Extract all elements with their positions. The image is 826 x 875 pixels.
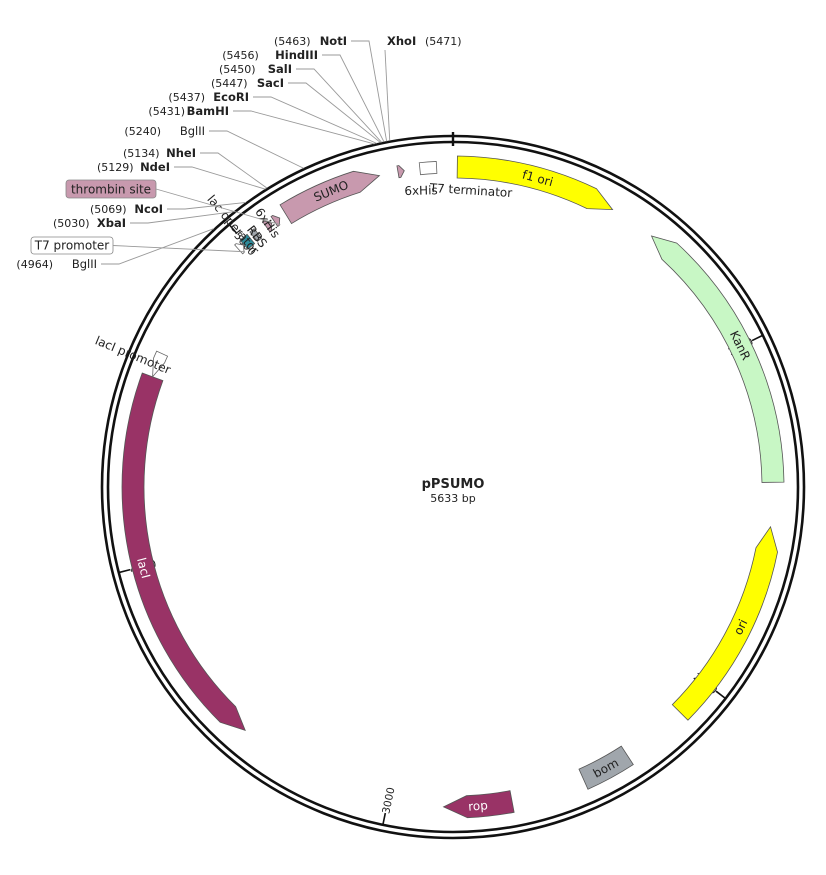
feature-label-rop: rop	[468, 798, 489, 813]
feature-label-laci: lacI	[134, 556, 153, 580]
site-leader	[253, 96, 377, 144]
tick-mark-1000	[751, 334, 764, 342]
feature-6xhis-13[interactable]: 6xHis	[396, 165, 438, 198]
site-sali-5450[interactable]: SalI (5450)	[219, 62, 382, 143]
feature-bom-3[interactable]: bom	[578, 745, 634, 790]
site-bglii-5240[interactable]: BglII (5240)	[124, 124, 304, 169]
feature-rop-4[interactable]: rop	[442, 790, 515, 819]
site-noti-5463[interactable]: NotI (5463)	[274, 34, 388, 142]
site-position: (4964)	[16, 258, 53, 271]
feature-arrow-kanr[interactable]	[650, 235, 785, 483]
site-xbai-5030[interactable]: XbaI (5030)	[53, 211, 234, 230]
feature-arrow-rop[interactable]	[442, 790, 515, 819]
site-position: (5450)	[219, 63, 256, 76]
feature-arrow-f1-ori[interactable]	[456, 155, 614, 211]
feature-label-t7-promoter: T7 promoter	[34, 239, 110, 253]
feature-leader-t7-promoter	[112, 245, 246, 253]
site-nhei-5134[interactable]: NheI (5134)	[123, 146, 268, 189]
site-leader	[167, 201, 246, 210]
site-leader	[288, 82, 381, 143]
feature-arrow-lac-operator[interactable]	[239, 233, 256, 250]
site-bglii-4964[interactable]: BglII (4964)	[16, 228, 215, 271]
tick-mark-3000	[382, 812, 387, 825]
feature-arrow-bom[interactable]	[578, 745, 634, 790]
site-leader	[130, 211, 234, 224]
feature-t7-promoter-7[interactable]: T7 promoter	[30, 236, 246, 255]
site-position: (5069)	[90, 203, 127, 216]
site-name: NotI	[320, 34, 347, 48]
site-position: (5431)	[148, 105, 185, 118]
feature-laci-5[interactable]: lacI	[121, 372, 246, 732]
tick-mark-5000	[228, 223, 238, 235]
ticks-layer: 10002000300040005000	[118, 223, 764, 825]
feature-ori-2[interactable]: ori	[671, 525, 778, 721]
site-xhoi-5471[interactable]: XhoI (5471)	[384, 34, 462, 141]
site-leader	[322, 54, 385, 143]
feature-label-6xhis: 6xHis	[404, 183, 438, 198]
feature-arrow-6xhis[interactable]	[396, 165, 405, 179]
feature-arrow-6xhis[interactable]	[262, 220, 273, 233]
site-name: NheI	[166, 146, 196, 160]
site-name: NdeI	[140, 160, 170, 174]
site-name: XhoI	[387, 34, 416, 48]
site-leader	[101, 228, 215, 265]
site-ecori-5437[interactable]: EcoRI (5437)	[168, 90, 377, 144]
site-name: HindIII	[275, 48, 318, 62]
site-name: NcoI	[134, 202, 163, 216]
site-position: (5463)	[274, 35, 311, 48]
site-name: SalI	[268, 62, 292, 76]
site-position: (5437)	[168, 91, 205, 104]
tick-mark-4000	[118, 568, 131, 574]
site-leader	[209, 130, 304, 169]
tick-mark-2000	[715, 690, 727, 700]
feature-leader-thrombin-site	[155, 188, 281, 226]
site-saci-5447[interactable]: SacI (5447)	[211, 76, 381, 143]
site-name: SacI	[257, 76, 284, 90]
site-name: BglII	[180, 124, 205, 138]
site-name: EcoRI	[213, 90, 249, 104]
site-position: (5030)	[53, 217, 90, 230]
feature-arrow-laci[interactable]	[121, 372, 246, 732]
site-position: (5129)	[97, 161, 134, 174]
feature-label-ori: ori	[731, 617, 750, 637]
plasmid-name: pPSUMO	[422, 477, 485, 492]
site-position: (5471)	[425, 35, 462, 48]
feature-label-t7-terminator: T7 terminator	[428, 181, 512, 200]
site-leader	[200, 152, 268, 189]
feature-arrow-t7-terminator[interactable]	[418, 161, 438, 176]
feature-arrow-rbs[interactable]	[249, 228, 263, 242]
feature-kanr-1[interactable]: KanR	[650, 235, 785, 483]
feature-label-thrombin-site: thrombin site	[71, 183, 151, 197]
plasmid-size: 5633 bp	[430, 492, 475, 505]
tick-label-3000: 3000	[380, 786, 397, 815]
site-leader	[384, 49, 391, 141]
site-leader	[174, 166, 266, 190]
site-leader	[351, 40, 388, 142]
site-position: (5456)	[222, 49, 259, 62]
site-leader	[233, 110, 375, 145]
feature-arrow-ori[interactable]	[671, 525, 778, 721]
feature-f1-ori-0[interactable]: f1 ori	[456, 155, 614, 211]
feature-arrow-laci-promoter[interactable]	[152, 350, 169, 378]
site-ncoi-5069[interactable]: NcoI (5069)	[90, 201, 246, 216]
site-ndei-5129[interactable]: NdeI (5129)	[97, 160, 266, 190]
site-name: XbaI	[97, 216, 126, 230]
site-name: BamHI	[187, 104, 229, 118]
site-position: (5134)	[123, 147, 160, 160]
site-leader	[296, 68, 382, 143]
site-hindiii-5456[interactable]: HindIII (5456)	[222, 48, 385, 143]
site-name: BglII	[72, 257, 97, 271]
feature-t7-terminator-14[interactable]: T7 terminator	[418, 161, 513, 200]
site-position: (5240)	[124, 125, 161, 138]
feature-thrombin-site-11[interactable]: thrombin site	[65, 179, 281, 228]
sites-layer: XhoI (5471) NotI (5463)HindIII (5456) SalI (54…	[16, 34, 461, 271]
feature-arrow-sumo[interactable]	[279, 170, 381, 225]
site-position: (5447)	[211, 77, 248, 90]
site-bamhi-5431[interactable]: BamHI(5431)	[148, 104, 375, 145]
